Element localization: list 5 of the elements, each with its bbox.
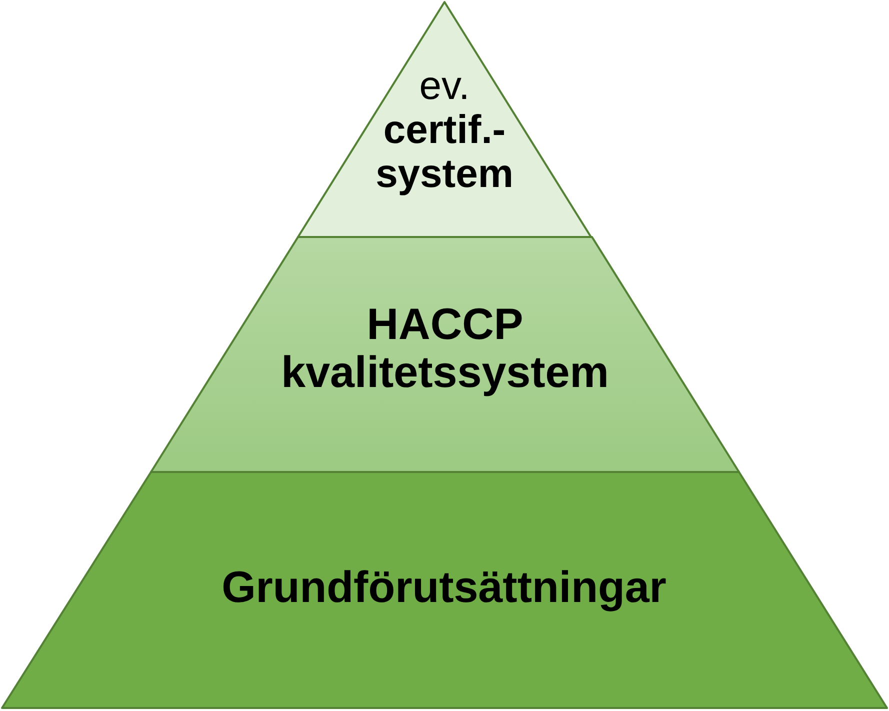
pyramid-tier xyxy=(2,472,887,708)
tier-label: ev. certif.-system xyxy=(374,64,514,196)
tier-label: Grundförutsättningar xyxy=(220,564,668,612)
tier-label: HACCP kvalitetssystem xyxy=(280,301,610,398)
pyramid-tier xyxy=(151,237,739,472)
